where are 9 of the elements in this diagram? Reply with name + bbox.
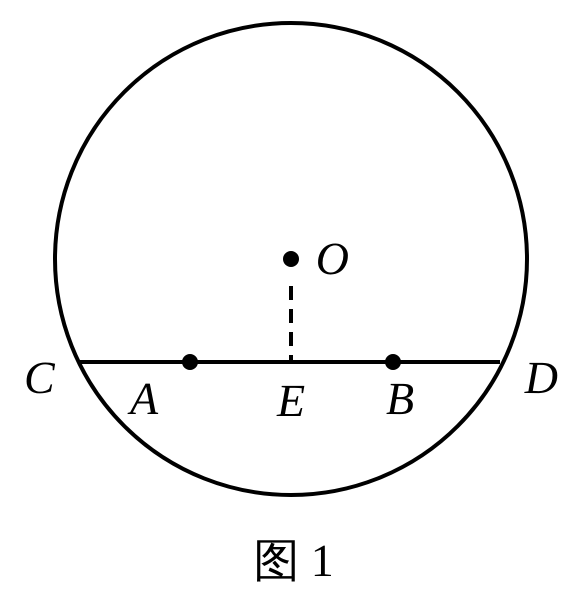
- point-label: C: [24, 355, 55, 401]
- dashed-line: [289, 286, 293, 362]
- point-label: O: [316, 236, 349, 282]
- point-label: A: [130, 376, 158, 422]
- point-label: B: [386, 376, 414, 422]
- figure-caption: 图 1: [253, 535, 334, 586]
- point-label: E: [276, 378, 306, 424]
- chord-line: [80, 360, 500, 364]
- point-label: D: [524, 355, 558, 401]
